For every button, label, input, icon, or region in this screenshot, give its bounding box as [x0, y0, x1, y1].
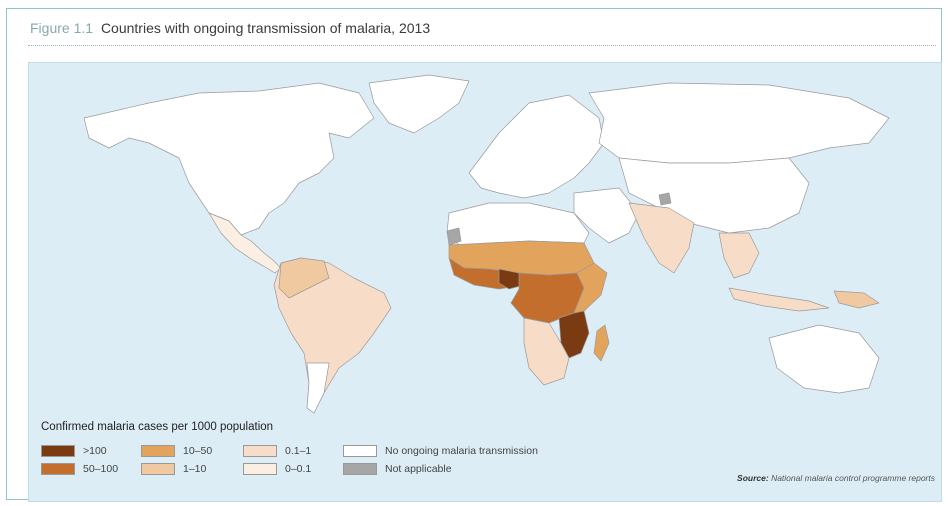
region-northern-south-america	[278, 257, 330, 299]
legend-label: 50–100	[83, 463, 119, 475]
region-russia	[588, 82, 890, 164]
legend-label: >100	[83, 445, 107, 457]
legend-swatch	[41, 463, 75, 475]
region-southern-cone	[306, 362, 330, 414]
region-greenland	[368, 74, 470, 134]
legend-item-gt100: >100	[41, 445, 107, 457]
legend-label: 0.1–1	[285, 445, 312, 457]
world-map-svg	[83, 74, 890, 414]
legend-item-no-transmission: No ongoing malaria transmission	[343, 445, 538, 457]
legend-swatch	[141, 445, 175, 457]
region-south-asia	[628, 202, 695, 274]
legend-item-10-50: 10–50	[141, 445, 212, 457]
legend-swatch	[243, 445, 277, 457]
region-europe	[468, 94, 605, 199]
legend-label: 10–50	[183, 445, 213, 457]
world-map: Confirmed malaria cases per 1000 populat…	[28, 62, 942, 502]
legend-item-0-0.1: 0–0.1	[243, 463, 311, 475]
figure-title: Figure 1.1 Countries with ongoing transm…	[30, 20, 430, 36]
region-north-america	[83, 82, 375, 236]
legend-label: 0–0.1	[285, 463, 312, 475]
legend-label: 1–10	[183, 463, 207, 475]
region-central-asia	[618, 157, 810, 234]
region-southern-africa	[523, 317, 570, 386]
legend-label: No ongoing malaria transmission	[385, 445, 538, 457]
region-australia	[768, 324, 880, 394]
region-western-sahara	[446, 227, 462, 246]
region-north-africa	[446, 202, 590, 246]
figure-title-text: Countries with ongoing transmission of m…	[100, 20, 431, 36]
legend-item-not-applicable: Not applicable	[343, 463, 452, 475]
legend-item-1-10: 1–10	[141, 463, 206, 475]
figure-number: Figure 1.1	[30, 20, 94, 36]
region-nigeria	[498, 268, 525, 290]
source-text: National malaria control programme repor…	[771, 473, 935, 483]
legend-swatch	[141, 463, 175, 475]
region-south-america	[273, 257, 392, 414]
legend-swatch	[243, 463, 277, 475]
legend-title: Confirmed malaria cases per 1000 populat…	[41, 421, 274, 433]
legend-swatch	[343, 445, 377, 457]
region-indonesia	[728, 287, 830, 312]
region-papua	[833, 290, 880, 309]
region-kashmir	[658, 192, 672, 206]
legend-item-0.1-1: 0.1–1	[243, 445, 311, 457]
legend-item-50-100: 50–100	[41, 463, 118, 475]
source-label: Source:	[737, 473, 769, 483]
title-divider	[28, 45, 936, 46]
legend-swatch	[343, 463, 377, 475]
region-middle-east	[573, 187, 640, 244]
region-southeast-asia	[718, 232, 760, 279]
legend-swatch	[41, 445, 75, 457]
source-note: Source: National malaria control program…	[737, 473, 935, 483]
legend-label: Not applicable	[385, 463, 452, 475]
region-madagascar	[593, 324, 610, 362]
region-east-africa	[573, 262, 608, 314]
